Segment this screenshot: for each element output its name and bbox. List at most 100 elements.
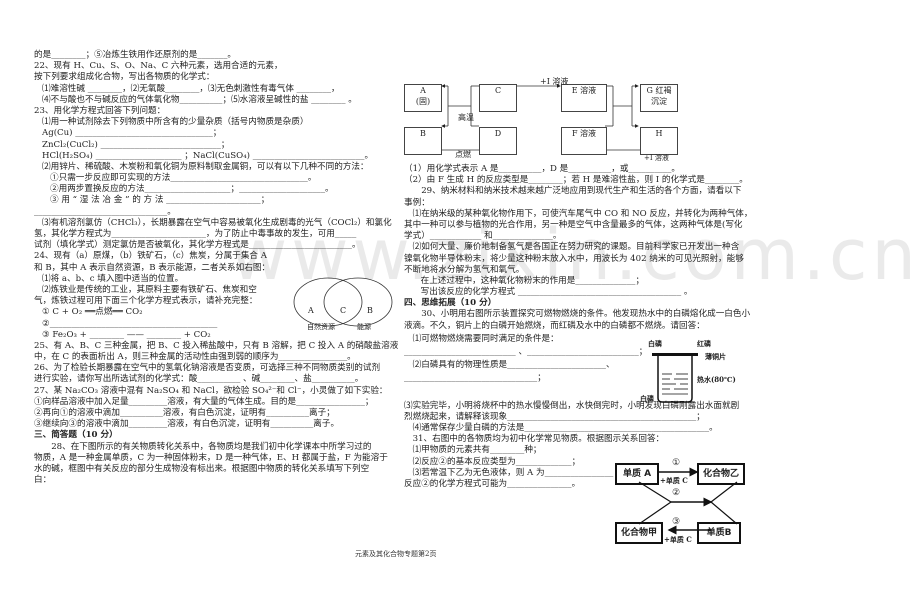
venn-label-a: A [308,306,314,315]
question-23: 23、用化学方程式回答下列问题： [34,105,166,116]
text-line: 物质，A 是一种金属单质，C 为一种固体粉末，D 是一种气体，E、H 都属于盐，… [34,452,388,463]
box-element-a: 单质 A [615,463,659,485]
venn-diagram [293,277,393,327]
text-line: 在上述过程中，这种氧化物粉末的作用是______________； [412,275,645,286]
box-compound-yi: 化合物乙 [697,463,745,485]
question-27: 27、某 Na₂CO₃ 溶液中混有 Na₂SO₄ 和 NaCl，欲检验 SO₄²… [34,385,388,396]
flow-box-g: G 红褐 沉淀 [640,84,678,112]
text-line: _______________________________。 [34,206,176,217]
label-plus-i-2: +I 溶液 [644,154,669,162]
text-line: 中，在 C 的表面析出 A，则三种金属的活动性由强到弱的顺序为_________… [34,352,356,363]
text-line: ⑴将 a、b、c 填入图中适当的位置。 [42,273,184,284]
flow-box-c-label: C [494,86,502,95]
question-31: 31、右图中的各物质均为初中化学常见物质。根据图示关系回答： [404,434,665,445]
text-line: 进行实验，请你写出所选试剂的化学式：酸__________ 、碱________… [34,374,364,385]
venn-caption-energy: 能源 [357,323,371,331]
text-line: 其中一种可以参与植物的光合作用，另一种是空气中含量最多的气体，这两种气体是(写化 [404,219,743,230]
question-25: 25、有 A、B、C 三种金属，把 B、C 投入稀盐酸中，只有 B 溶解，把 C… [34,340,399,351]
label-hot-water: 热水(80℃) [697,375,736,384]
text-line: 氢，其化学方程式为______________________，为了防止中毒事故… [34,229,357,239]
label-plus-i: +I 溶液 [540,77,569,86]
left-column: 的是________；⑤冶炼生铁用作还原剂的是_______。 22、现有 H、… [34,50,399,486]
flow-box-g-sub: 沉淀 [651,97,667,106]
flow-box-f: F 溶液 [561,127,607,155]
flow-box-c: C [479,84,517,112]
label-reaction-3: ③ [672,517,681,527]
label-white-phosphorus-water: 白磷 [640,394,654,403]
flow-box-f-label: F 溶液 [571,129,597,138]
box-element-b: 单质B [697,522,741,544]
text-line: Ag(Cu) ________________________________； [42,128,222,139]
venn-caption-natural: 自然资源 [307,323,335,331]
flow-diagram-31-lines [638,467,738,535]
text-line: ⑵用锌片、稀硫酸、木炭粉和氧化铜为原料制取金属铜，可以有以下几种不同的方法： [42,161,369,172]
question-24: 24、现有（a）原煤，（b）铁矿石，（c）焦炭，分属于集合 A [34,251,267,262]
text-line: ⑴难溶性碱 ________，⑵无氧酸________，⑶无色刺激性有毒气体 _… [42,83,340,94]
flow-box-b-label: B [420,129,426,138]
text-line: ⑴可燃物燃烧需要同时满足的条件是： [404,333,559,344]
label-reaction-2: ② [672,488,681,498]
text-line: ①向样品溶液中加入足量_________溶液，有大量的气体生成。目的是_____… [34,396,374,407]
text-line: 液滴。不久，铜片上的白磷开始燃烧，而红磷及水中的白磷都不燃烧。请回答： [404,320,705,331]
text-line: ⑶若常温下乙为无色液体，则 A 为________________ [404,467,614,478]
label-reaction-1: ① [672,458,681,468]
question-22: 22、现有 H、Cu、S、O、Na、C 六种元素，选用合适的元素， [34,61,283,72]
text-line: ⑵炼铁业是传统的工业，其原料主要有铁矿石、焦炭和空 [42,284,257,295]
label-plus-element-c-2: +单质 C [664,535,692,544]
text-line: ⑵如何大量、廉价地制备氢气是各国正在努力研究的课题。目前科学家已开发出一种含 [404,242,740,253]
question-30: 30、小明用右图所示装置探究可燃物燃烧的条件。他发现热水中的白磷熔化成一白色小 [404,309,751,320]
text-line: 试剂（填化学式）测定氯仿是否被氧化，其化学方程式是_______________… [34,240,361,251]
section-heading-4: 四、思维拓展（10 分） [404,298,497,309]
text-line: ⑵白磷具有的物理性质是_______________________、 [404,360,615,371]
label-dianran: 点燃 [455,150,471,159]
text-line: （2）由 F 生成 H 的反应类型是________；若 H 是难溶性盐，则 I… [404,175,748,186]
section-heading-3: 三、简答题（10 分） [34,430,118,441]
text-line: （1）用化学式表示 A 是__________，D 是__________，或_… [404,164,680,174]
equation-3: ③ Fe₂O₃ + ________ —— ________ + CO₂ [42,329,211,340]
text-line: 水的碱，框图中有关反应的部分生成物没有标出来。根据图中物质的转化关系填写下列空 [34,463,370,474]
flow-box-h: H [640,127,678,155]
text-line: 和 B，其中 A 表示自然资源，B 表示能源，二者关系如右图： [34,262,271,273]
text-line: ⑴甲物质的元素共有________种； [404,445,542,456]
text-line: ②用两步置换反应的方法____________________；________… [50,184,334,195]
text-line: ②再向①的溶液中滴加__________溶液，有白色沉淀，证明有________… [34,408,335,418]
flow-box-a: A (固) [404,84,442,112]
flow-box-b: B [404,127,442,155]
text-line: 按下列要求组成化合物，写出各物质的化学式： [34,72,215,83]
flow-box-g-label: G 红褐 [646,86,672,95]
text-line: 事例： [404,197,430,208]
text-line: 写出该反应的化学方程式 ____________________________… [412,287,693,298]
text-line: ⑶有机溶剂氯仿（CHCl₃），长期暴露在空气中容易被氧化生成剧毒的光气（COCl… [42,217,392,228]
flow-box-e-label: E 溶液 [571,86,597,95]
text-line: ①只需一步反应即可实现的方法__________________________… [50,173,317,184]
venn-label-c: C [340,306,347,315]
text-line: 学式）____________ 和______________。 [404,231,562,242]
right-column: （1）用化学式表示 A 是__________，D 是__________，或_… [404,164,766,490]
spacer [404,385,766,401]
text-line: _______________________________； [404,373,546,384]
text-line: ZnCl₂(CuCl₂) ___________________________… [42,139,230,150]
flow-box-d: D [479,127,517,155]
text-line: 镍氧化物半导体粉末，将少量这种粉末放入水中，用波长为 402 纳米的可见光照射，… [404,253,744,264]
text-line: ⑵反应②的基本反应类型为_____________； [404,456,581,467]
question-26: 26、为了检验长期暴露在空气中的氢氧化钠溶液是否变质，可选择三种不同物质类别的试… [34,363,381,374]
venn-label-b: B [367,306,373,315]
box-compound-jia: 化合物甲 [615,522,663,544]
flow-box-h-label: H [655,129,663,138]
equation-1: ① C + O₂ ══点燃══ CO₂ [42,307,143,318]
text-line: ⑴在纳米级的某种氧化物作用下，可使汽车尾气中 CO 和 NO 反应，并转化为两种… [404,208,753,219]
text-line: ⑴用一种试剂除去下列物质中所含有的少量杂质（括号内物质是杂质） [42,117,309,128]
label-red-phosphorus: 红磷 [697,339,711,348]
text-line: 气，炼铁过程可用下面三个化学方程式表示，请补充完整： [34,296,258,307]
label-gaowen: 高温 [458,113,474,122]
equation-2: ②_______________________________________ [42,318,218,329]
text-line: ⑷通常保存少量白磷的方法是___________________________… [404,422,718,433]
flow-box-a-sub: (固) [415,97,431,106]
label-white-phosphorus: 白磷 [648,339,662,348]
flow-box-e: E 溶液 [561,84,607,112]
flow-box-a-label: A [420,86,426,95]
text-line: 反应②的化学方程式可能为_______________。 [404,478,581,489]
flow-box-d-label: D [494,129,502,138]
text-line: ③继续向③的溶液中滴加_________溶液，有白色沉淀，证明有________… [34,419,340,430]
question-29: 29、纳米材料和纳米技术越来越广泛地应用到现代生产和生活的各个方面，请看以下 [404,186,742,197]
